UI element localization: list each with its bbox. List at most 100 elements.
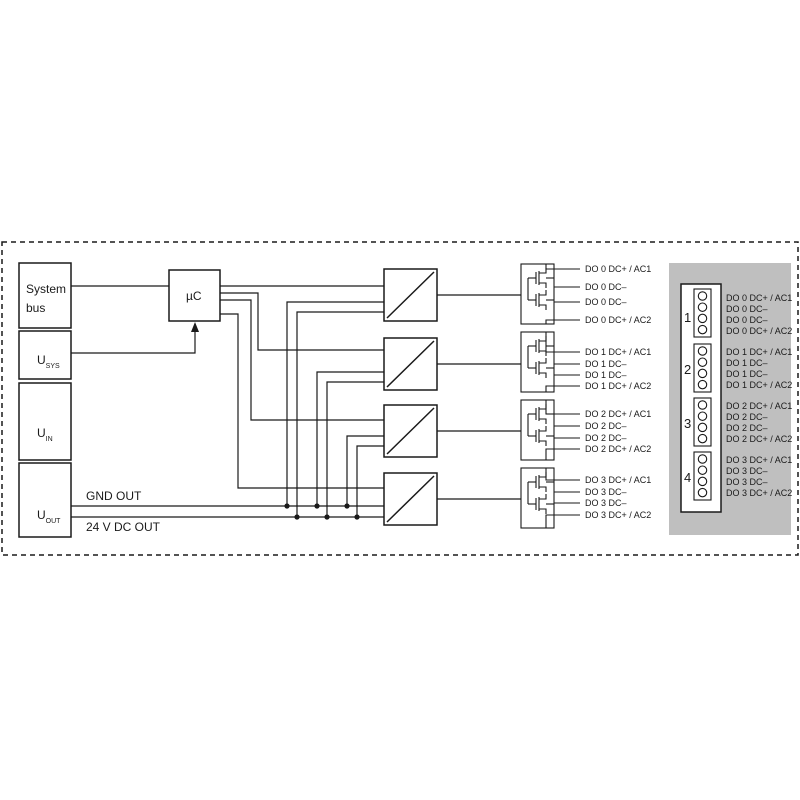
terminal-label: DO 2 DC– (585, 433, 627, 443)
connector-label: DO 2 DC+ / AC2 (726, 434, 792, 444)
output-stage-box (520, 331, 555, 393)
mosfet-drain (539, 494, 547, 500)
isolator-divider (386, 340, 435, 388)
usys-label-main: U (37, 353, 46, 367)
output-stage-2 (520, 399, 580, 461)
connector-group-number: 2 (684, 362, 691, 377)
connector-group-4-labels: DO 3 DC+ / AC1 DO 3 DC– DO 3 DC– DO 3 DC… (726, 455, 792, 498)
connector-label: DO 3 DC– (726, 466, 768, 476)
terminal-hole (697, 379, 708, 390)
connector-group-number: 4 (684, 470, 691, 485)
terminal-label: DO 2 DC+ / AC2 (585, 444, 651, 454)
connector-label: DO 3 DC+ / AC2 (726, 488, 792, 498)
output-links (437, 294, 521, 500)
control-lines (220, 285, 384, 489)
connector-block-2 (693, 343, 712, 393)
usys-label: USYS (37, 353, 60, 370)
supply-v24-0 (296, 311, 384, 517)
output-stage-0 (520, 263, 580, 325)
channel-3-terminal-labels: DO 3 DC+ / AC1 DO 3 DC– DO 3 DC– DO 3 DC… (585, 475, 651, 520)
module-boundary (1, 241, 799, 556)
channel-1-terminal-labels: DO 1 DC+ / AC1 DO 1 DC– DO 1 DC– DO 1 DC… (585, 347, 651, 391)
mosfet-source (539, 282, 547, 288)
power-rails (71, 505, 384, 518)
junction-dot (354, 514, 360, 520)
supply-gnd-1 (316, 371, 384, 506)
terminal-hole (697, 465, 708, 475)
isolator-divider (386, 407, 435, 455)
terminal-lead (545, 514, 580, 528)
isolator-1 (383, 337, 438, 391)
connector-block-body (693, 451, 712, 501)
control-line-1 (220, 292, 384, 351)
mosfet-drain (539, 472, 547, 478)
connector-label: DO 3 DC+ / AC1 (726, 455, 792, 465)
gnd-out-label: GND OUT (86, 489, 142, 503)
connector-label: DO 3 DC– (726, 477, 768, 487)
isolator-0 (383, 268, 438, 322)
system-bus-block (18, 262, 72, 329)
connector-label: DO 2 DC– (726, 423, 768, 433)
microcontroller-block (168, 269, 221, 322)
terminal-label: DO 1 DC– (585, 359, 627, 369)
isolators (383, 268, 438, 526)
terminal-hole (697, 411, 708, 421)
mosfet-source (539, 372, 547, 378)
uout-label: UOUT (37, 508, 61, 525)
mosfet-drain (539, 404, 547, 410)
uin-label: UIN (37, 426, 53, 443)
terminal-label: DO 0 DC+ / AC1 (585, 264, 651, 274)
mosfet-source (539, 508, 547, 514)
connector-group-number: 3 (684, 416, 691, 431)
terminal-label: DO 1 DC– (585, 370, 627, 380)
terminal-hole (697, 324, 708, 335)
terminal-label: DO 0 DC+ / AC2 (585, 315, 651, 325)
junction-dots (284, 503, 360, 520)
system-bus-label-line2: bus (26, 301, 45, 315)
left-block-column (18, 262, 72, 538)
connector-label: DO 0 DC+ / AC1 (726, 293, 792, 303)
output-stage-box (520, 399, 555, 461)
terminal-label: DO 0 DC– (585, 297, 627, 307)
connector-block-body (693, 288, 712, 338)
terminal-label: DO 3 DC+ / AC2 (585, 510, 651, 520)
terminal-hole (697, 476, 708, 487)
connector-group-1-labels: DO 0 DC+ / AC1 DO 0 DC– DO 0 DC– DO 0 DC… (726, 293, 792, 336)
uin-block (18, 382, 72, 461)
uout-block (18, 462, 72, 538)
control-line-2 (220, 299, 384, 421)
supply-v24-1 (326, 381, 384, 517)
mosfet-source (539, 304, 547, 310)
junction-dot (284, 503, 290, 509)
connector-label: DO 0 DC+ / AC2 (726, 326, 792, 336)
terminal-lead (545, 264, 580, 270)
channel-2-terminal-labels: DO 2 DC+ / AC1 DO 2 DC– DO 2 DC– DO 2 DC… (585, 409, 651, 454)
mosfet-drain (539, 358, 547, 364)
uout-label-sub: OUT (46, 518, 62, 525)
terminal-lead (545, 385, 580, 392)
connector-group-2-labels: DO 1 DC+ / AC1 DO 1 DC– DO 1 DC– DO 1 DC… (726, 347, 792, 390)
v24-out-label: 24 V DC OUT (86, 520, 161, 534)
connector-label: DO 0 DC– (726, 315, 768, 325)
connector-block-3 (693, 397, 712, 447)
terminal-label: DO 0 DC– (585, 282, 627, 292)
connector-block-body (693, 343, 712, 393)
isolator-3 (383, 472, 438, 526)
mosfet-source (539, 440, 547, 446)
terminal-hole (697, 346, 708, 356)
terminal-hole (697, 487, 708, 498)
mosfet-drain (539, 336, 547, 342)
control-line-3 (220, 313, 384, 489)
terminal-label: DO 1 DC+ / AC2 (585, 381, 651, 391)
terminal-hole (697, 400, 708, 410)
isolator-2 (383, 404, 438, 458)
mosfet-source (539, 350, 547, 356)
terminal-lead (545, 448, 580, 460)
supply-gnd-2 (346, 435, 384, 506)
output-stage-3 (520, 467, 580, 529)
connector-block-body (693, 397, 712, 447)
terminal-lead (545, 468, 580, 481)
terminal-lead (545, 400, 580, 415)
output-stage-box (520, 263, 555, 325)
